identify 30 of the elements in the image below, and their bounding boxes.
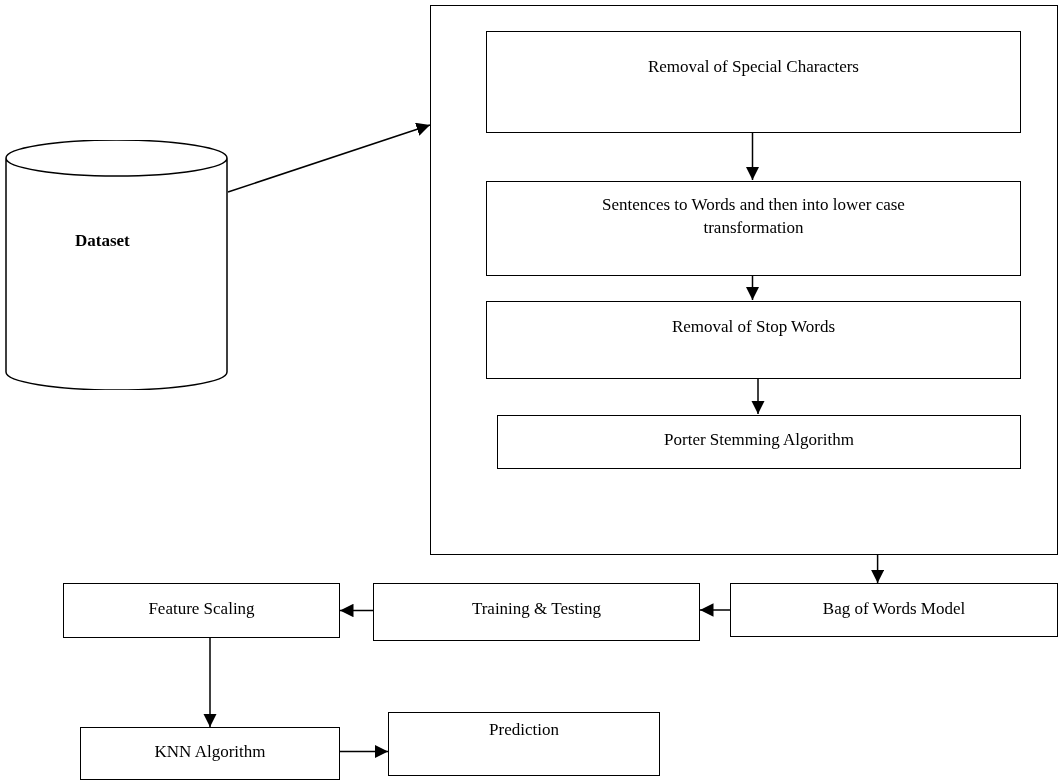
node-label: Training & Testing (470, 598, 603, 620)
process-box (388, 712, 660, 776)
node-label: Removal of Special Characters (647, 56, 860, 78)
node-label: Sentences to Words and then into lower case transformation (601, 194, 906, 239)
node-label: Removal of Stop Words (670, 316, 837, 338)
group-box (430, 5, 1058, 555)
process-box (497, 415, 1021, 469)
process-box (63, 583, 340, 638)
arrow (339, 603, 374, 618)
arrow (745, 274, 760, 301)
arrow (870, 554, 885, 584)
arrow (339, 744, 389, 759)
process-box (80, 727, 340, 780)
process-box (373, 583, 700, 641)
arrow (227, 122, 431, 193)
arrow (751, 377, 765, 415)
arrow (203, 637, 217, 728)
database-cylinder (5, 140, 228, 390)
process-box (486, 31, 1021, 133)
arrow (699, 603, 731, 617)
process-box (486, 181, 1021, 276)
process-box (730, 583, 1058, 637)
node-label: Prediction (488, 719, 560, 741)
node-label: KNN Algorithm (153, 741, 267, 763)
process-box (486, 301, 1021, 379)
node-label: Feature Scaling (147, 598, 256, 620)
node-label: Dataset (74, 230, 131, 252)
arrow (745, 131, 760, 181)
node-label: Porter Stemming Algorithm (663, 429, 855, 451)
node-label: Bag of Words Model (821, 598, 967, 620)
